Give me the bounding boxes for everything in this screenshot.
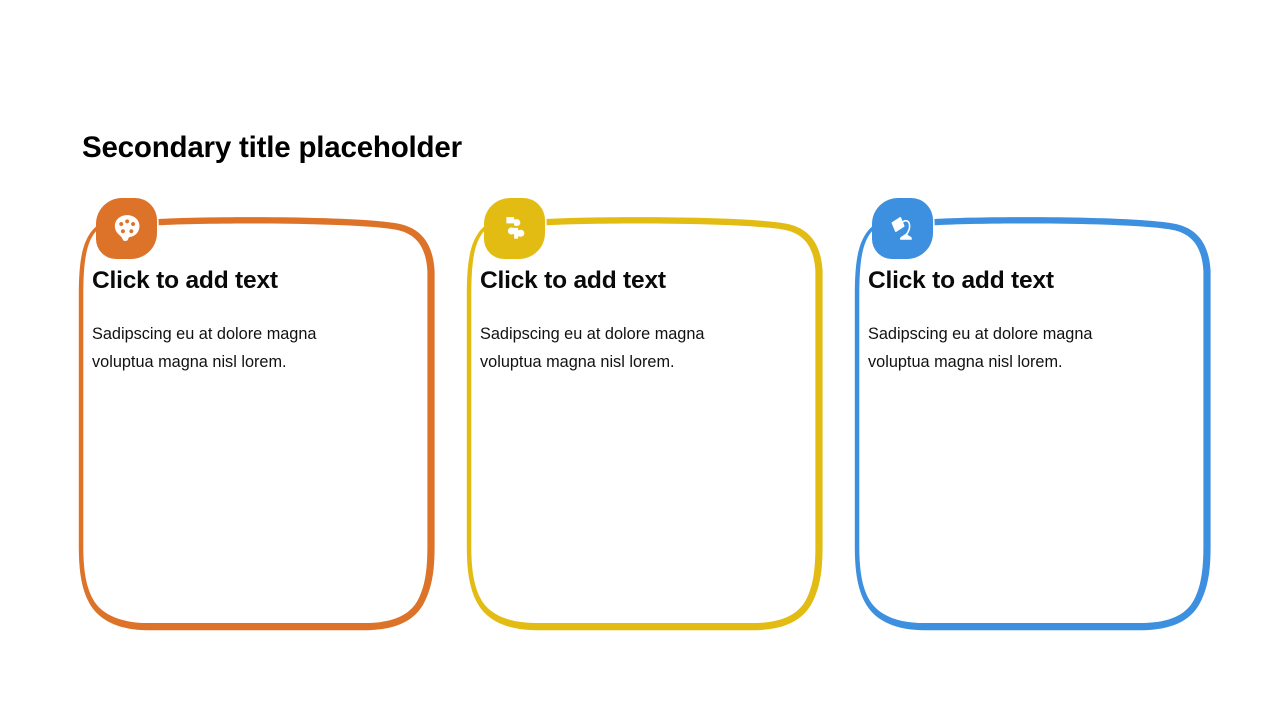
card-badge xyxy=(96,198,157,259)
card-badge xyxy=(484,198,545,259)
card-heading[interactable]: Click to add text xyxy=(92,267,278,294)
info-card[interactable]: Click to add text Sadipscing eu at dolor… xyxy=(838,198,1220,641)
palette-icon xyxy=(109,210,145,246)
badge-background xyxy=(872,198,933,259)
info-card[interactable]: Click to add text Sadipscing eu at dolor… xyxy=(450,198,832,641)
card-content: Click to add text Sadipscing eu at dolor… xyxy=(92,267,392,376)
card-heading[interactable]: Click to add text xyxy=(480,267,666,294)
card-body-text[interactable]: Sadipscing eu at dolore magna voluptua m… xyxy=(868,325,1093,371)
card-content: Click to add text Sadipscing eu at dolor… xyxy=(868,267,1168,376)
card-body-text[interactable]: Sadipscing eu at dolore magna voluptua m… xyxy=(480,325,705,371)
card-badge xyxy=(872,198,933,259)
info-card[interactable]: Click to add text Sadipscing eu at dolor… xyxy=(62,198,444,641)
page-title: Secondary title placeholder xyxy=(82,131,462,164)
desk-lamp-icon xyxy=(885,210,921,246)
card-heading[interactable]: Click to add text xyxy=(868,267,1054,294)
card-content: Click to add text Sadipscing eu at dolor… xyxy=(480,267,780,376)
card-body-text[interactable]: Sadipscing eu at dolore magna voluptua m… xyxy=(92,325,317,371)
puzzle-piece-icon xyxy=(497,210,533,246)
